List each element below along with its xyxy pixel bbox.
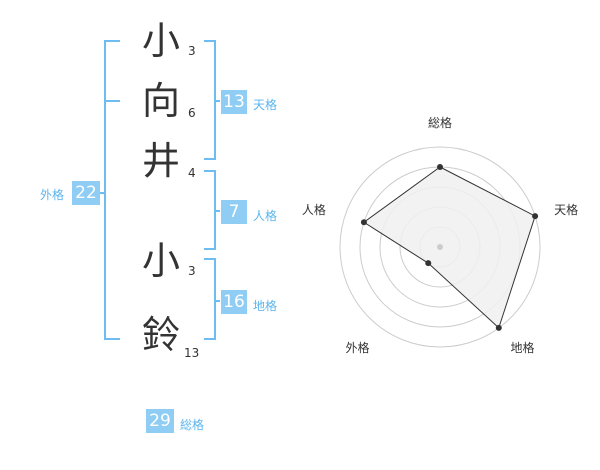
jinkaku-label: 人格	[253, 209, 278, 223]
stroke-count-3: 4	[188, 166, 196, 180]
name-char-1: 小	[142, 19, 181, 63]
stroke-count-5: 13	[184, 346, 200, 360]
name-char-3: 井	[142, 139, 181, 183]
radar-point	[495, 324, 502, 331]
name-char-4: 小	[142, 239, 181, 283]
radar-axis-label-tenkaku: 天格	[554, 202, 578, 217]
soukaku-badge: 29	[146, 409, 174, 433]
radar-axis-label-chikaku: 地格	[511, 340, 535, 355]
gaikaku-label: 外格	[40, 188, 65, 202]
stroke-count-4: 3	[188, 264, 196, 278]
soukaku-label: 総格	[180, 418, 205, 432]
radar-point	[425, 260, 432, 267]
radar-polygon	[363, 166, 536, 329]
chikaku-badge: 16	[221, 290, 247, 314]
name-char-5: 鈴	[142, 313, 181, 357]
radar-center-dot	[437, 244, 443, 250]
radar-axis-label-soukaku: 総格	[428, 115, 452, 130]
chikaku-label: 地格	[253, 299, 278, 313]
name-char-2: 向	[142, 79, 181, 123]
tenkaku-badge: 13	[221, 90, 247, 114]
radar-chart: 総格 天格 地格 外格 人格	[302, 115, 578, 355]
jinkaku-badge: 7	[221, 200, 247, 224]
radar-point	[360, 219, 367, 226]
radar-point	[532, 213, 539, 220]
stroke-count-2: 6	[188, 106, 196, 120]
radar-point	[437, 164, 443, 170]
radar-axis-label-gaikaku: 外格	[345, 340, 369, 355]
gaikaku-badge: 22	[72, 181, 100, 205]
stroke-count-1: 3	[188, 44, 196, 58]
tenkaku-label: 天格	[253, 98, 278, 112]
radar-ring	[339, 146, 541, 348]
radar-axis-label-jinkaku: 人格	[302, 202, 326, 217]
